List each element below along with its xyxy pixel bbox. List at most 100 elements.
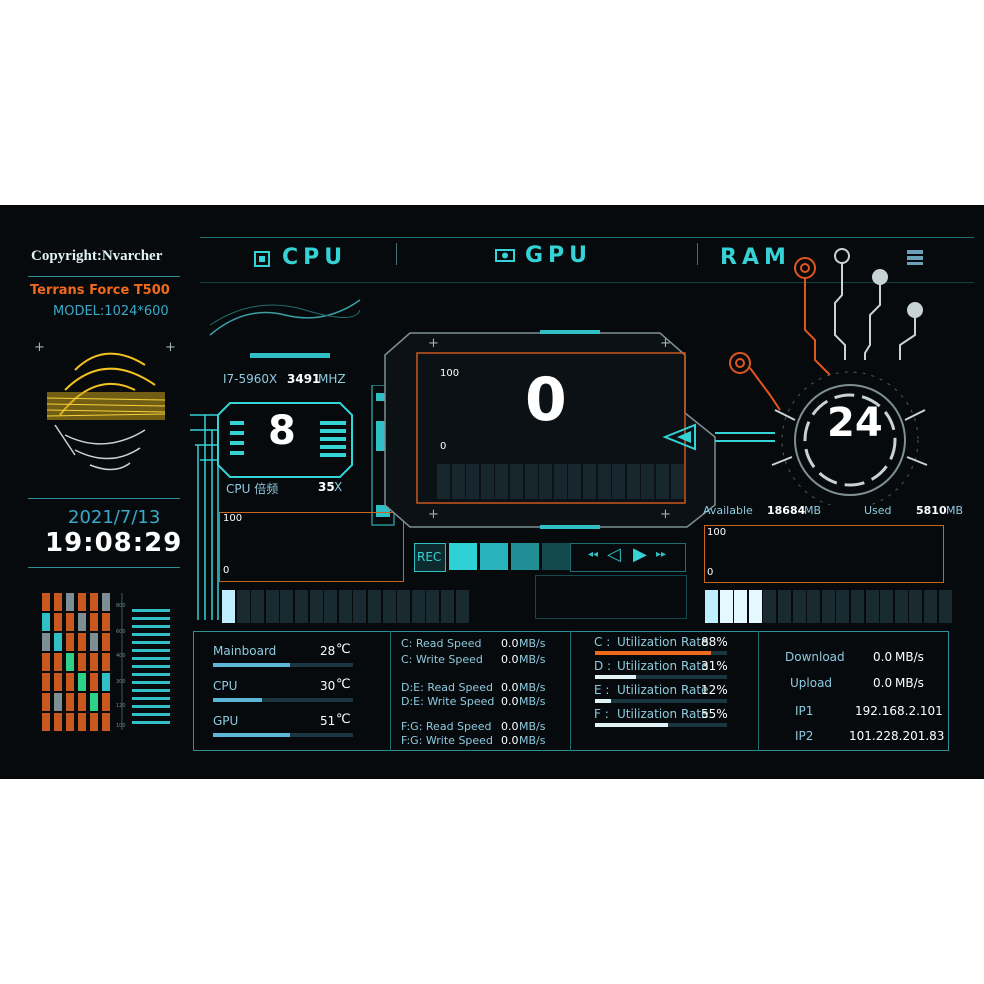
ram-module-icon	[907, 250, 923, 265]
meter-block	[102, 593, 110, 611]
level-cell	[836, 590, 850, 623]
meter-block	[90, 693, 98, 711]
meter-block	[90, 713, 98, 731]
ram-usage-graph	[704, 525, 944, 583]
cpu-chip-icon	[254, 251, 270, 267]
level-cell	[324, 590, 338, 623]
forward-icon[interactable]: ▸▸	[656, 549, 667, 560]
utilization-value: 55%	[701, 707, 728, 721]
meter-block	[42, 633, 50, 651]
level-cell	[656, 464, 669, 499]
date-label: 2021/7/13	[68, 507, 161, 528]
utilization-bar-fill	[595, 723, 668, 727]
level-cell	[368, 590, 381, 623]
level-cell	[719, 590, 733, 623]
temperature-bar	[213, 663, 353, 667]
corner-plus: +	[660, 507, 671, 522]
level-cell	[437, 464, 450, 499]
meter-block	[102, 713, 110, 731]
level-cell	[295, 590, 308, 623]
corner-plus: +	[660, 336, 671, 351]
panel-divider	[758, 631, 759, 751]
level-cell	[851, 590, 864, 623]
disk-speed-value: 0.0	[501, 695, 519, 708]
utilization-value: 88%	[701, 635, 728, 649]
svg-text:800: 800	[116, 603, 126, 609]
utilization-bar	[595, 723, 727, 727]
meter-block	[78, 593, 86, 611]
level-cell	[612, 464, 626, 499]
progress-segment	[511, 543, 539, 570]
progress-segment	[449, 543, 477, 570]
temperature-bar-fill	[213, 663, 290, 667]
level-cell	[510, 464, 523, 499]
level-cell	[705, 590, 718, 623]
meter-block	[54, 713, 62, 731]
svg-text:600: 600	[116, 629, 126, 635]
level-cell	[539, 464, 553, 499]
level-cell	[309, 590, 323, 623]
ram-graph-max: 100	[707, 527, 727, 538]
rec-button-label: REC	[417, 550, 442, 564]
disk-speed-unit: MB/s	[519, 720, 546, 733]
download-label: Download	[785, 650, 845, 664]
level-cell	[411, 590, 425, 623]
disk-speed-label: F:G: Read Speed	[401, 720, 492, 733]
level-cell	[251, 590, 265, 623]
drive-letter: C :	[594, 635, 611, 649]
cpu-multiplier-unit: X	[334, 480, 343, 494]
level-cell	[641, 464, 655, 499]
temperature-label: Mainboard	[213, 644, 277, 658]
rec-button[interactable]: REC	[414, 543, 446, 572]
temperature-bar	[213, 698, 353, 702]
left-divider	[28, 276, 180, 277]
temperature-label: CPU	[213, 679, 238, 693]
level-cell	[553, 464, 567, 499]
level-cell	[397, 590, 411, 623]
temperature-value: 51	[320, 714, 336, 728]
meter-block	[42, 693, 50, 711]
meter-block	[90, 613, 98, 631]
top-frame-line	[200, 237, 974, 238]
drive-letter: D :	[594, 659, 612, 673]
svg-text:100: 100	[116, 723, 126, 729]
divider-tick	[396, 243, 397, 265]
rewind-icon[interactable]: ◂◂	[588, 549, 599, 560]
level-cell	[236, 590, 250, 623]
utilization-bar-fill	[595, 675, 636, 679]
prev-icon[interactable]: ◁	[607, 544, 621, 565]
level-cell	[455, 590, 469, 623]
meter-block	[102, 633, 110, 651]
ram-available-value: 18684	[767, 504, 806, 517]
cpu-title: CPU	[282, 245, 348, 270]
bottom-frame-side	[948, 631, 949, 751]
meter-block	[78, 673, 86, 691]
panel-divider	[390, 631, 391, 751]
utilization-label: Utilization Rate	[617, 683, 709, 697]
copyright-label: Copyright:Nvarcher	[31, 248, 163, 264]
meter-block	[90, 673, 98, 691]
download-value: 0.0	[873, 650, 893, 664]
bottom-frame-side	[193, 631, 194, 751]
cpu-freq-value: 3491	[287, 372, 321, 386]
ram-gauge-decoration	[729, 248, 928, 505]
meter-block	[102, 613, 110, 631]
disk-speed-value: 0.0	[501, 734, 519, 747]
meter-block	[42, 653, 50, 671]
temperature-unit: ℃	[336, 642, 351, 657]
temperature-unit: ℃	[336, 712, 351, 727]
play-icon[interactable]: ▶	[633, 544, 647, 565]
ram-used-value: 5810	[916, 504, 947, 517]
wave-decoration	[209, 299, 361, 336]
meter-block	[66, 673, 74, 691]
level-cell	[568, 464, 582, 499]
left-divider	[28, 567, 180, 568]
level-cell	[865, 590, 879, 623]
disk-speed-label: F:G: Write Speed	[401, 734, 493, 747]
gpu-graph-min: 0	[440, 441, 447, 452]
meter-block	[90, 633, 98, 651]
meter-block	[54, 633, 62, 651]
log-panel	[535, 575, 687, 619]
meter-block	[42, 673, 50, 691]
disk-speed-unit: MB/s	[519, 653, 546, 666]
